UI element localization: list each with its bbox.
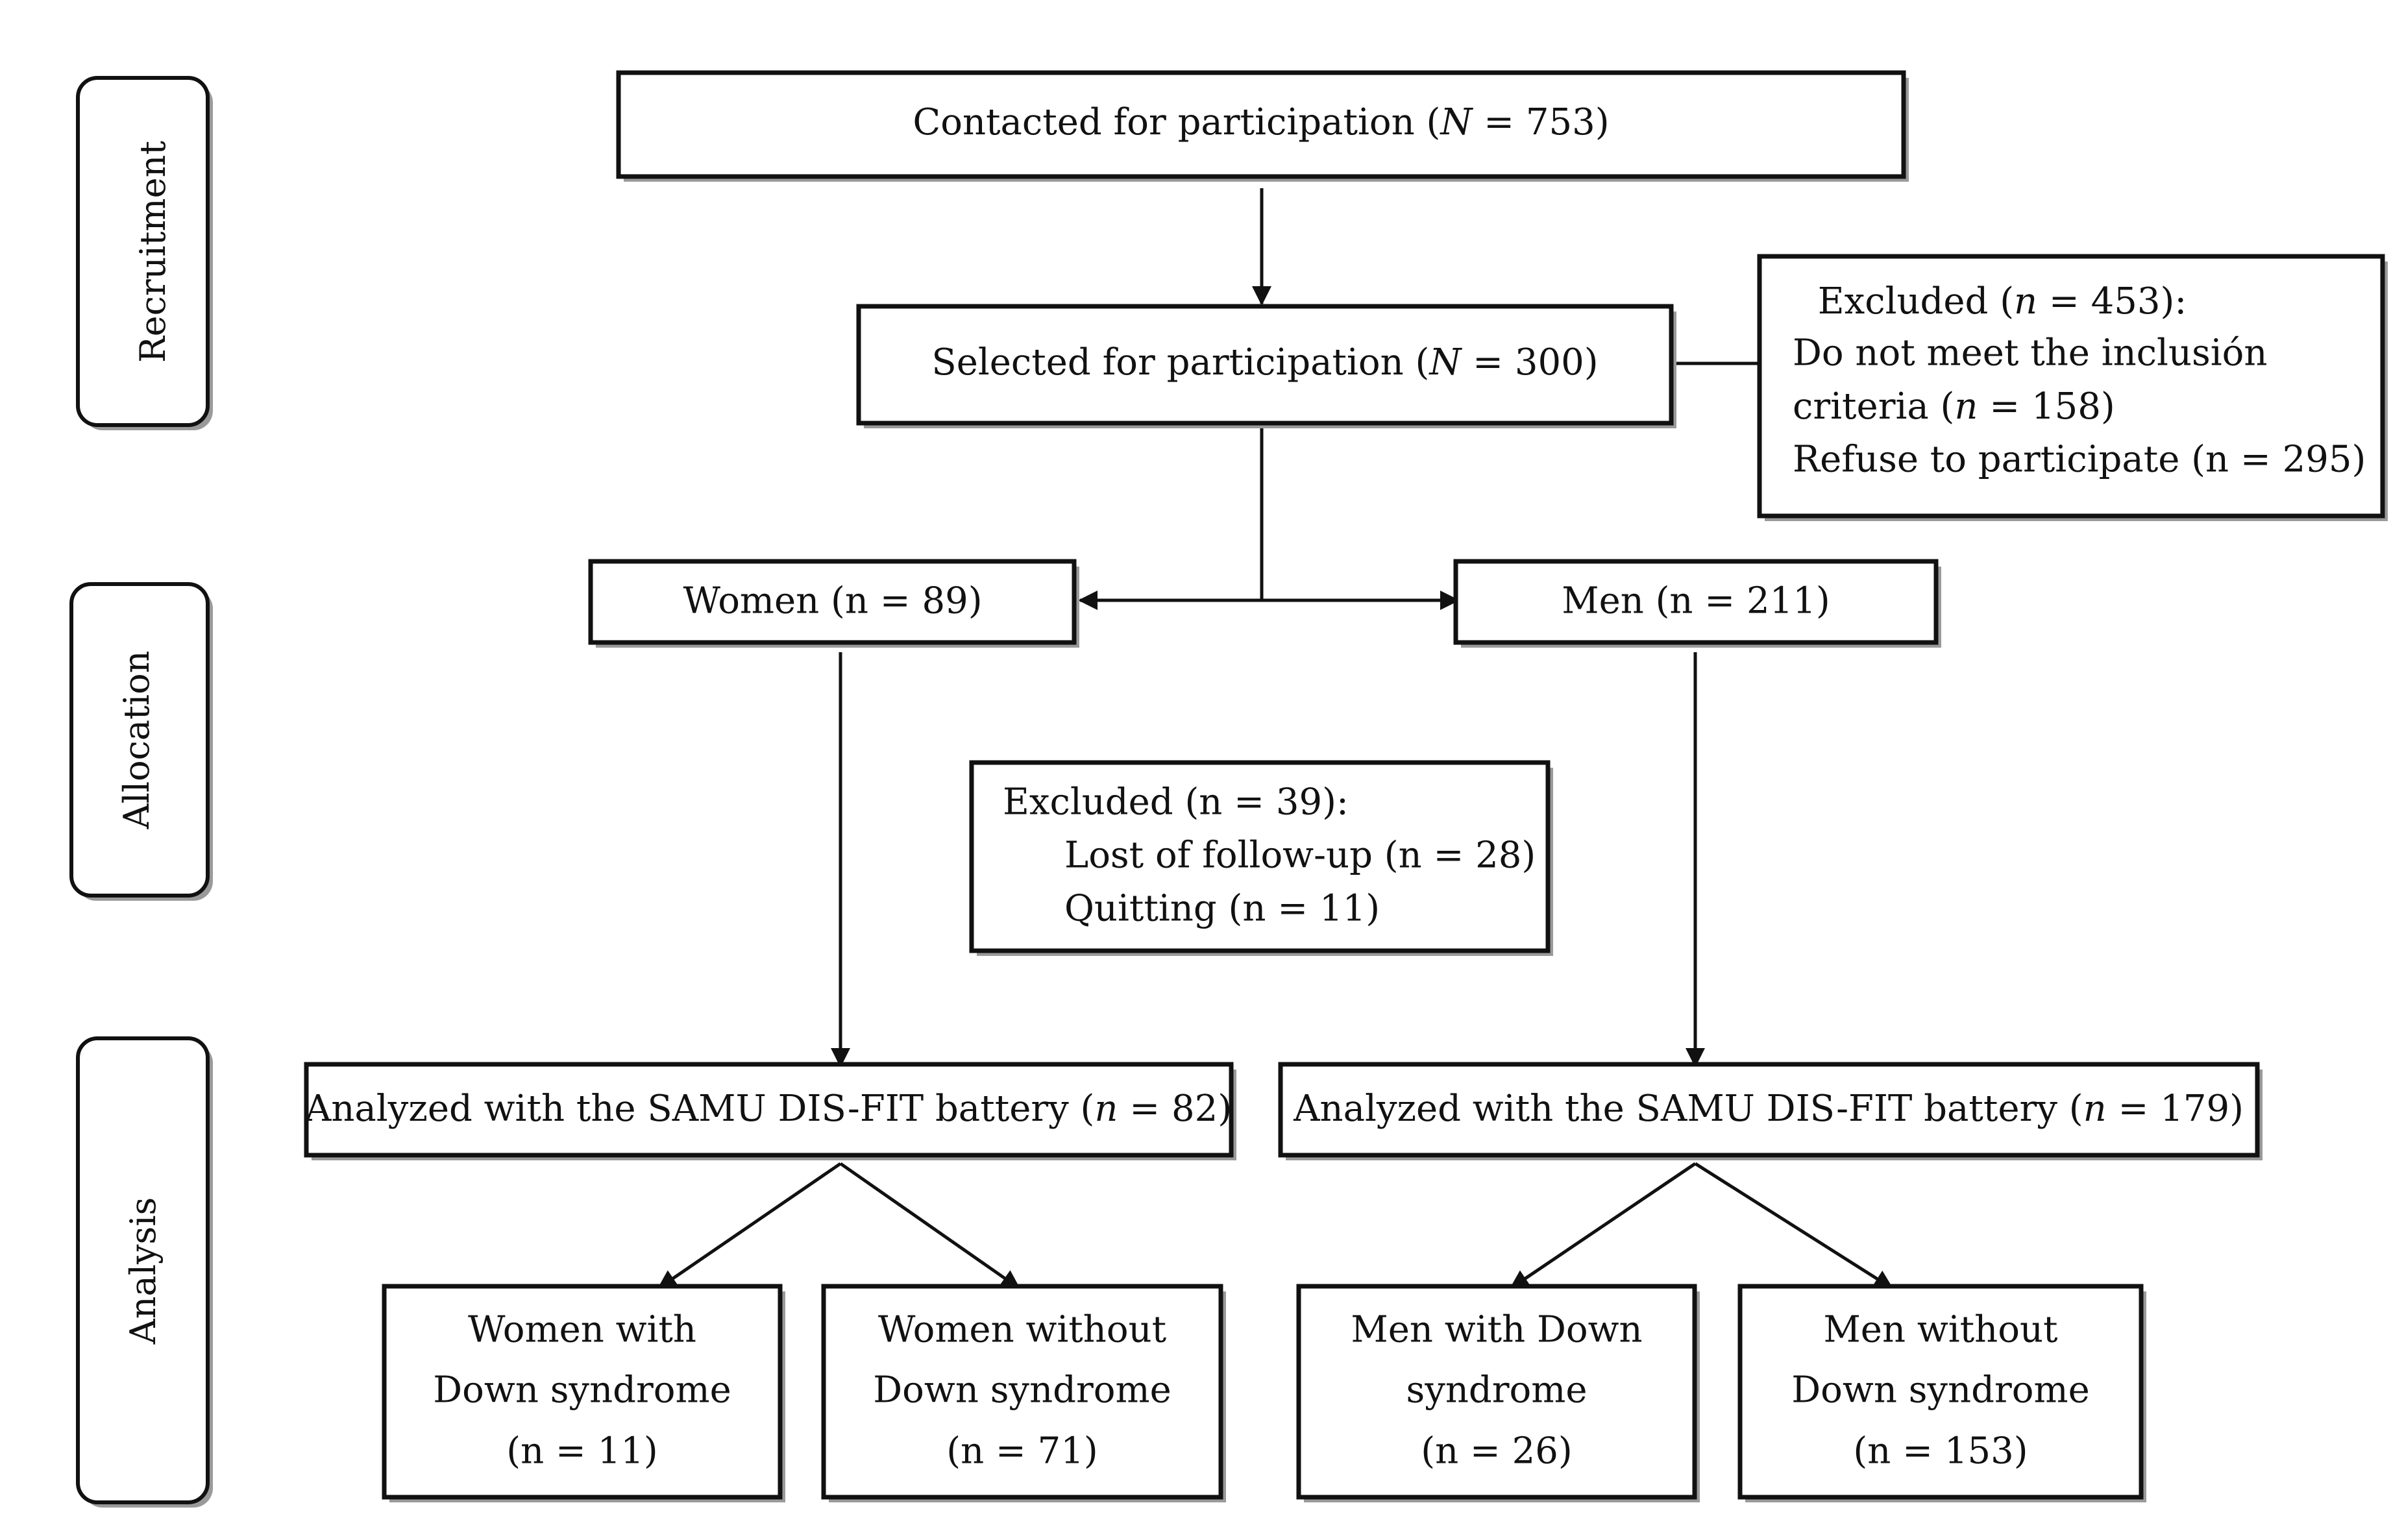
- women-ds-line3: (n = 11): [506, 1430, 658, 1473]
- box-women: Women (n = 89): [588, 559, 1079, 648]
- box-excluded-allocation: Excluded (n = 39): Lost of follow-up (n …: [969, 760, 1553, 956]
- arrow-to-women-ds: [657, 1162, 842, 1290]
- women-no-ds-line1: Women without: [878, 1309, 1167, 1351]
- men-no-ds-line2: Down syndrome: [1791, 1369, 2089, 1412]
- men-text: Men (n = 211): [1562, 580, 1830, 622]
- men-ds-line3: (n = 26): [1421, 1430, 1573, 1473]
- selected-text: Selected for participation (N = 300): [931, 341, 1598, 384]
- box-excluded-recruitment: Excluded (n = 453): Do not meet the incl…: [1757, 254, 2388, 521]
- women-text: Women (n = 89): [683, 580, 982, 622]
- excluded-allocation-line2: Quitting (n = 11): [1064, 888, 1380, 930]
- phase-analysis: Analysis: [76, 1036, 213, 1508]
- arrow-to-men-no-ds: [1694, 1162, 1894, 1290]
- arrow-to-men-ds: [1509, 1162, 1697, 1290]
- analyzed-women-text: Analyzed with the SAMU DIS-FIT battery (…: [304, 1088, 1232, 1130]
- men-no-ds-line1: Men without: [1823, 1309, 2058, 1351]
- box-men-ds: Men with Down syndrome (n = 26): [1296, 1284, 1700, 1502]
- box-men: Men (n = 211): [1453, 559, 1941, 648]
- phase-allocation-label: Allocation: [116, 651, 157, 830]
- connectors: [657, 188, 1894, 1290]
- box-women-no-ds: Women without Down syndrome (n = 71): [821, 1284, 1226, 1502]
- women-no-ds-line3: (n = 71): [946, 1430, 1098, 1473]
- arrow-to-women-no-ds: [839, 1162, 1021, 1290]
- women-ds-line2: Down syndrome: [433, 1369, 731, 1412]
- box-analyzed-men: Analyzed with the SAMU DIS-FIT battery (…: [1278, 1062, 2263, 1160]
- men-ds-line1: Men with Down: [1351, 1309, 1642, 1351]
- box-selected: Selected for participation (N = 300): [856, 304, 1676, 428]
- excluded-recruitment-title: Excluded (n = 453):: [1818, 280, 2187, 323]
- phase-recruitment-label: Recruitment: [132, 141, 173, 363]
- men-ds-line2: syndrome: [1406, 1369, 1587, 1412]
- women-no-ds-line2: Down syndrome: [873, 1369, 1171, 1412]
- excluded-recruitment-line1: Do not meet the inclusión: [1793, 332, 2267, 374]
- analyzed-men-text: Analyzed with the SAMU DIS-FIT battery (…: [1293, 1088, 2244, 1130]
- phase-analysis-label: Analysis: [123, 1197, 164, 1345]
- phase-allocation: Allocation: [69, 582, 213, 901]
- women-ds-line1: Women with: [468, 1309, 696, 1351]
- box-men-no-ds: Men without Down syndrome (n = 153): [1737, 1284, 2146, 1502]
- phase-recruitment: Recruitment: [76, 76, 213, 430]
- box-analyzed-women: Analyzed with the SAMU DIS-FIT battery (…: [304, 1062, 1236, 1160]
- excluded-allocation-line1: Lost of follow-up (n = 28): [1064, 835, 1536, 877]
- men-no-ds-line3: (n = 153): [1853, 1430, 2028, 1473]
- excluded-recruitment-line3: Refuse to participate (n = 295): [1793, 439, 2366, 481]
- excluded-recruitment-line2: criteria (n = 158): [1793, 385, 2115, 428]
- box-contacted: Contacted for participation (N = 753): [616, 70, 1909, 182]
- contacted-text: Contacted for participation (N = 753): [913, 101, 1609, 143]
- box-women-ds: Women with Down syndrome (n = 11): [382, 1284, 785, 1502]
- excluded-allocation-title: Excluded (n = 39):: [1003, 781, 1349, 824]
